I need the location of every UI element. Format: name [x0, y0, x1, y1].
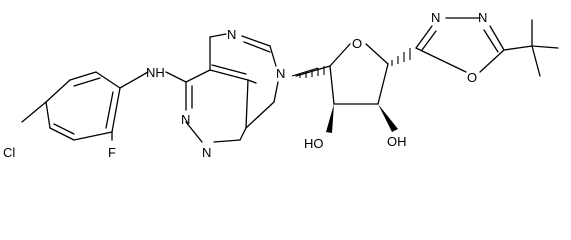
n9-c1-hashed-bond — [299, 66, 325, 78]
chemical-structure: NH Cl F N N N N O HO OH N N O — [3, 10, 559, 160]
nh-purine-bond — [165, 71, 187, 83]
c3-oh-wedge — [378, 104, 398, 132]
atom-label-nh: NH — [146, 65, 165, 80]
atom-label-n-pyrimidine-left: N — [181, 112, 190, 127]
atom-label-ho: HO — [304, 136, 324, 151]
c2-oh-wedge — [326, 104, 334, 133]
nh-aryl-bond — [119, 71, 149, 89]
atom-label-o-oxadiazole: O — [467, 70, 477, 85]
c4-oxadiazole-hashed-bond — [391, 48, 411, 66]
tert-butyl-group — [503, 19, 559, 77]
purine-core — [185, 33, 279, 143]
atom-label-n-oxadiazole-right: N — [478, 10, 487, 25]
atom-label-cl: Cl — [3, 145, 15, 160]
atom-label-oh: OH — [387, 134, 407, 149]
atom-label-n-oxadiazole-left: N — [431, 10, 440, 25]
atom-label-f: F — [108, 145, 116, 160]
atom-label-n-imidazole: N — [227, 27, 236, 42]
atom-label-o-sugar: O — [352, 36, 362, 51]
atom-label-n9: N — [276, 66, 285, 81]
atom-label-n-pyrimidine-bottom: N — [202, 145, 211, 160]
oxadiazole-ring — [415, 17, 505, 73]
chlorofluorophenyl-ring — [21, 71, 121, 141]
